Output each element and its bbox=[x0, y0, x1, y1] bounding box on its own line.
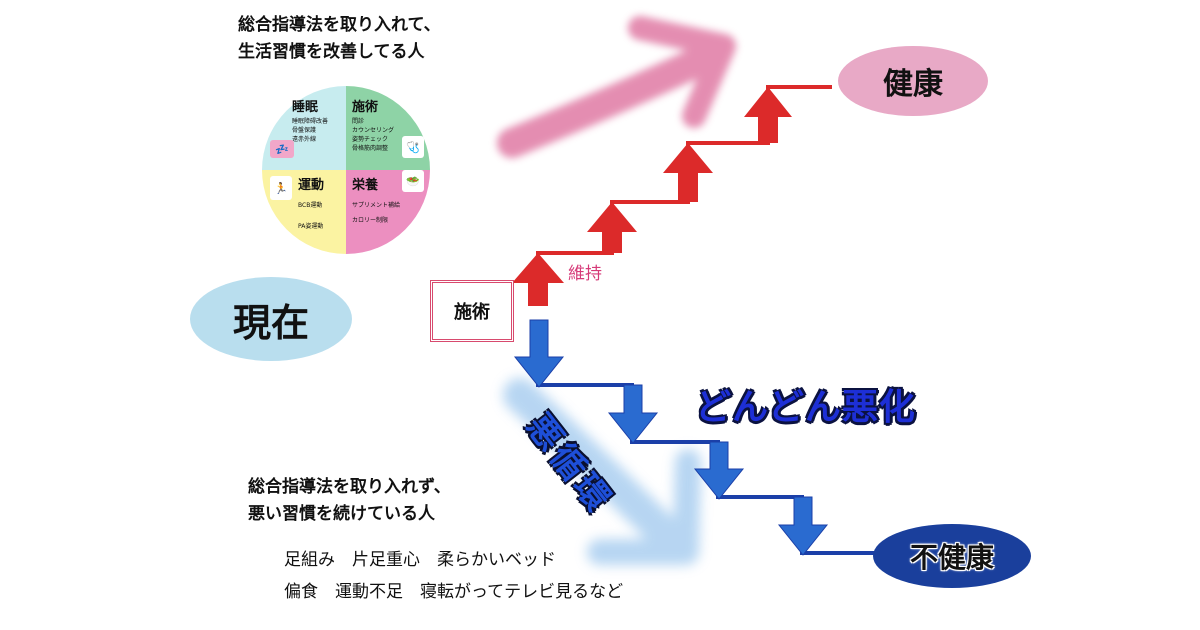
worsening-caption-line1: 総合指導法を取り入れず、 bbox=[248, 477, 451, 497]
pie-exercise-item: PA姿運動 bbox=[298, 223, 324, 230]
exercising-person-icon: 🏃 bbox=[270, 176, 292, 200]
pie-sleep-item: 睡眠障碍改善 bbox=[292, 118, 329, 125]
bad-habits-line1: 足組み 片足重心 柔らかいベッド bbox=[284, 550, 556, 570]
maintain-label: 維持 bbox=[568, 264, 602, 284]
ascending-staircase bbox=[512, 85, 832, 306]
treatment-box: 施術 bbox=[430, 280, 514, 342]
pie-sleep: 睡眠 睡眠障碍改善 骨盤保護 遠赤外線 bbox=[292, 96, 346, 144]
worsening-people-caption: 総合指導法を取り入れず、 悪い習慣を続けている人 bbox=[248, 474, 451, 528]
up-arrow-4 bbox=[744, 87, 792, 143]
down-arrow-1 bbox=[513, 319, 565, 388]
pie-nutrition: 栄養 サプリメント補給 カロリー制限 bbox=[352, 174, 412, 225]
health-goal-ellipse: 健康 bbox=[838, 46, 988, 116]
pie-treatment-title: 施術 bbox=[352, 100, 379, 115]
treatment-box-label: 施術 bbox=[454, 302, 490, 323]
up-arrow-2 bbox=[587, 202, 637, 253]
up-arrow-1 bbox=[512, 253, 564, 306]
descending-staircase bbox=[513, 319, 880, 556]
pie-sleep-item: 遠赤外線 bbox=[292, 136, 317, 143]
worsening-trend-arrow bbox=[503, 378, 701, 565]
pie-sleep-title: 睡眠 bbox=[292, 100, 319, 115]
down-arrow-2 bbox=[607, 384, 659, 444]
down-arrow-3 bbox=[693, 441, 745, 500]
worsening-caption-line2: 悪い習慣を続けている人 bbox=[248, 504, 435, 524]
health-label: 健康 bbox=[883, 67, 943, 102]
pie-treatment-item: 問診 bbox=[352, 118, 365, 125]
treatment-icon: 🩺 bbox=[402, 136, 424, 158]
improving-caption-line1: 総合指導法を取り入れて、 bbox=[238, 15, 441, 35]
pie-treatment-item: 骨格筋肉調整 bbox=[352, 145, 389, 152]
improving-people-caption: 総合指導法を取り入れて、 生活習慣を改善してる人 bbox=[238, 12, 441, 66]
pie-sleep-item: 骨盤保護 bbox=[292, 127, 317, 134]
bad-habits-list: 足組み 片足重心 柔らかいベッド 偏食 運動不足 寝転がってテレビ見るなど bbox=[284, 544, 623, 608]
unhealth-label: 不健康 bbox=[909, 541, 994, 574]
down-arrow-4 bbox=[777, 496, 829, 556]
pie-nutrition-title: 栄養 bbox=[352, 178, 379, 193]
pie-exercise-item: BCB運動 bbox=[298, 202, 323, 209]
pie-nutrition-item: サプリメント補給 bbox=[352, 202, 401, 209]
pie-treatment-item: カウンセリング bbox=[352, 127, 395, 134]
sleeping-person-icon: 💤 bbox=[270, 140, 294, 158]
improvement-trend-arrow bbox=[497, 16, 736, 158]
pie-exercise: 運動 BCB運動 PA姿運動 bbox=[298, 174, 344, 231]
pie-exercise-title: 運動 bbox=[298, 178, 325, 193]
unhealthy-outcome-ellipse: 不健康 bbox=[873, 524, 1031, 588]
current-state-ellipse: 現在 bbox=[190, 277, 352, 361]
pie-treatment: 施術 問診 カウンセリング 姿勢チェック 骨格筋肉調整 bbox=[352, 96, 414, 153]
current-label: 現在 bbox=[232, 300, 309, 345]
bad-habits-line2: 偏食 運動不足 寝転がってテレビ見るなど bbox=[284, 582, 624, 602]
eating-person-icon: 🥗 bbox=[402, 170, 424, 192]
improving-caption-line2: 生活習慣を改善してる人 bbox=[238, 42, 425, 62]
pie-treatment-item: 姿勢チェック bbox=[352, 136, 389, 143]
pie-nutrition-item: カロリー制限 bbox=[352, 217, 389, 224]
up-arrow-3 bbox=[663, 143, 713, 202]
worsening-label: どんどん悪化 bbox=[695, 387, 916, 428]
